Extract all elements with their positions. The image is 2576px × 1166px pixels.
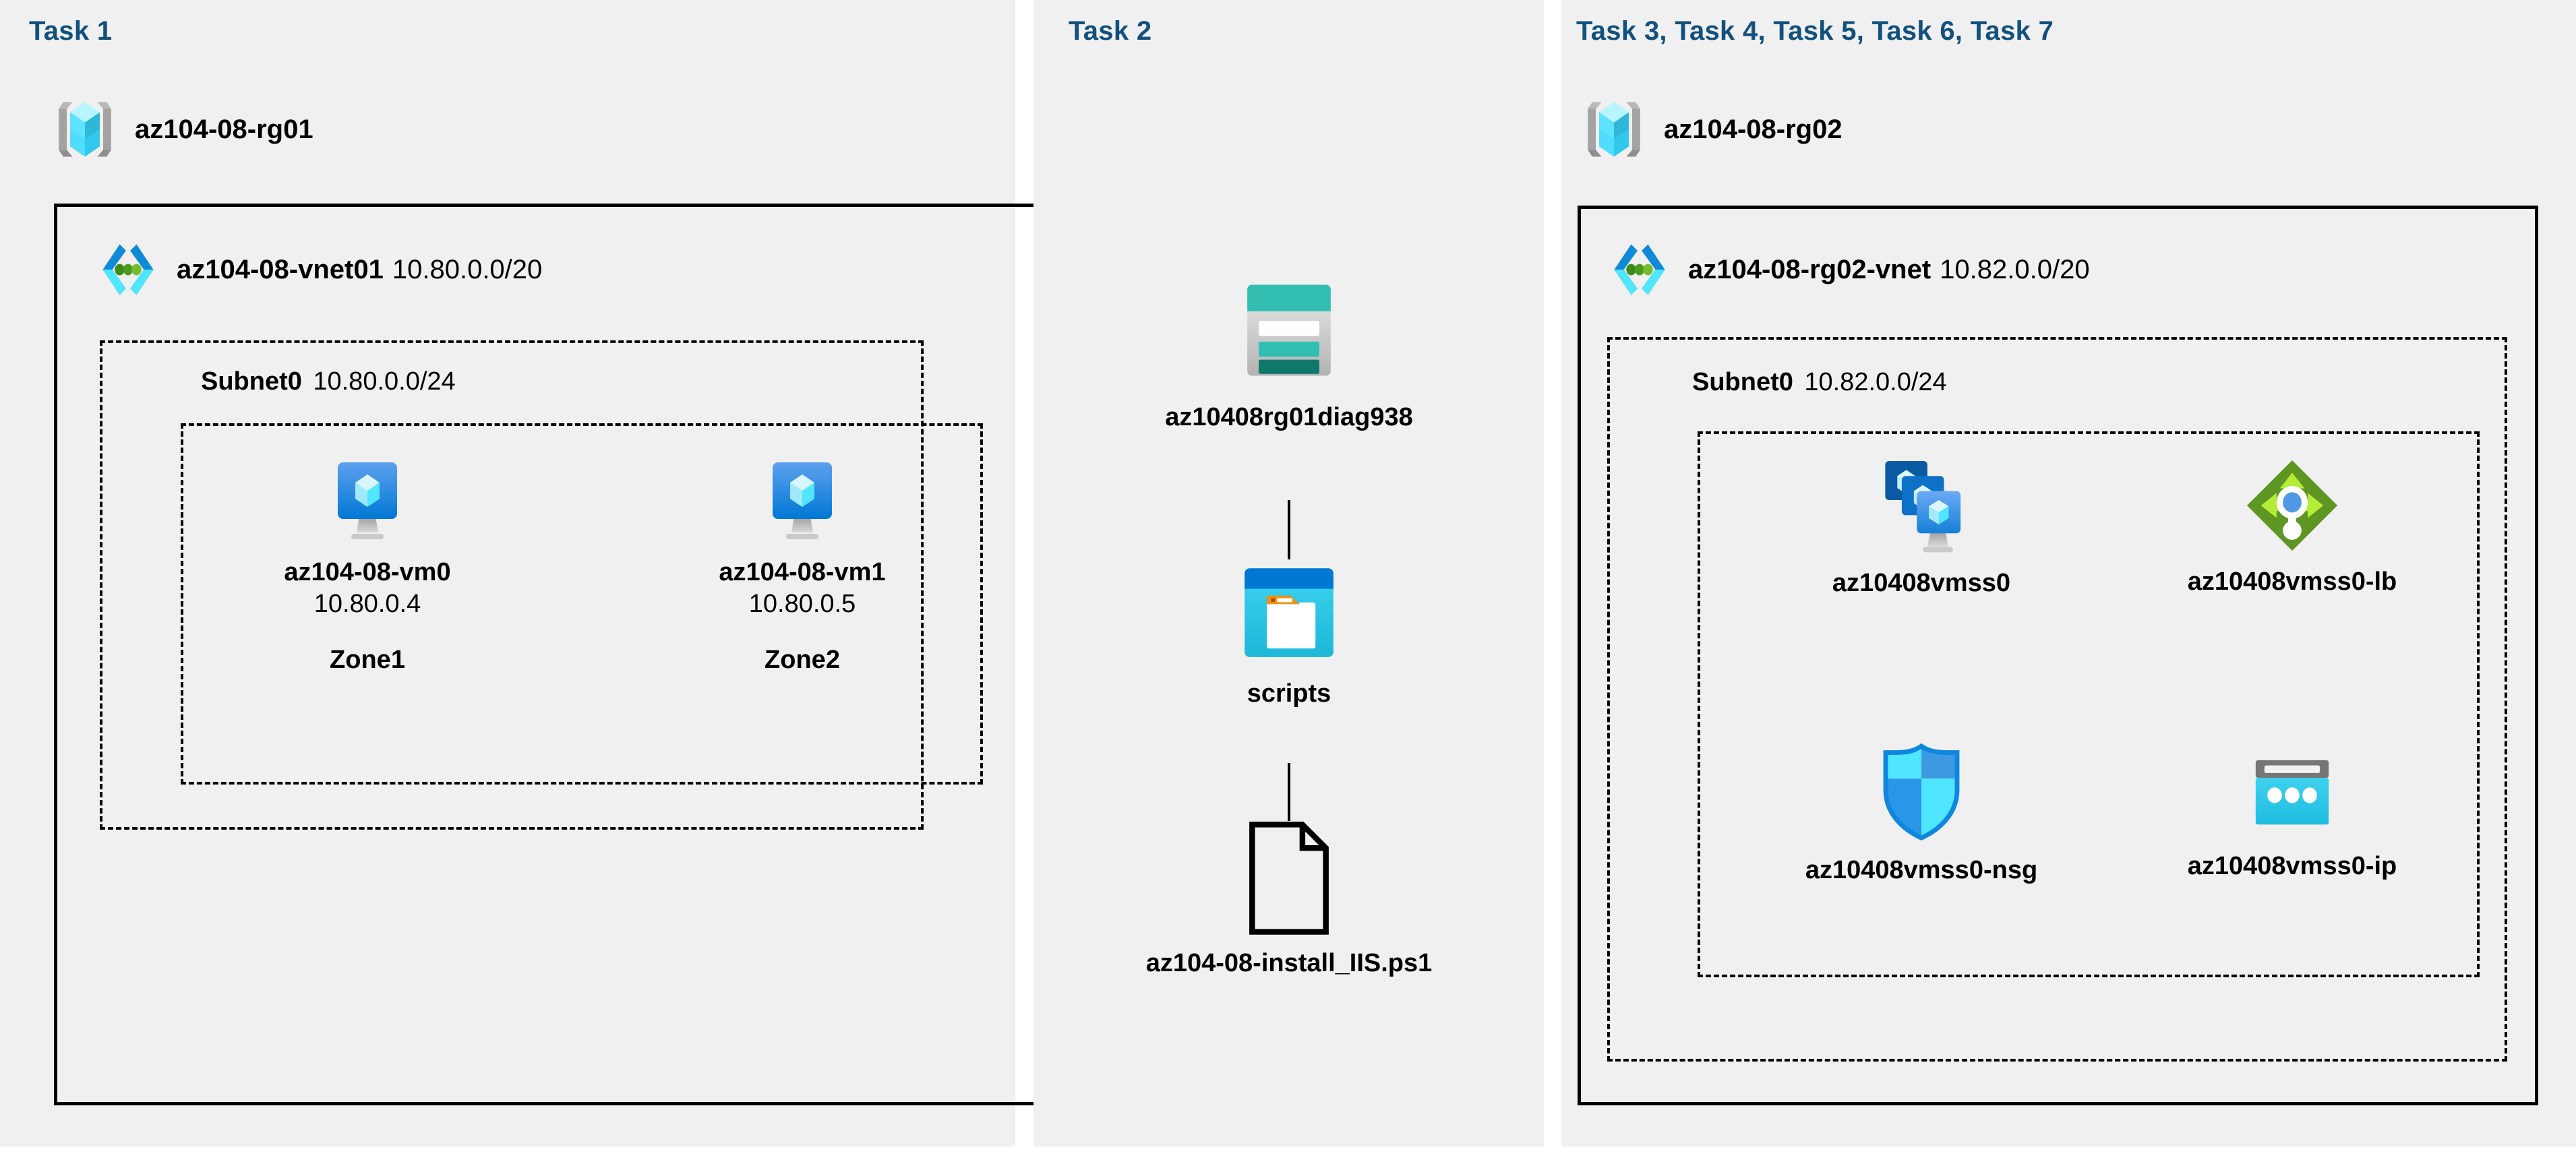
task1-zone-box <box>181 423 983 785</box>
task3-subnet-header: Subnet0 10.82.0.0/24 <box>1692 368 1947 397</box>
storage-account-icon <box>1228 270 1350 391</box>
node-zone: Zone1 <box>330 645 405 674</box>
node-az104-08-vm0[interactable]: az104-08-vm0 10.80.0.4 Zone1 <box>222 457 512 675</box>
task1-vnet-name: az104-08-vnet01 <box>177 254 384 284</box>
task3-vnet-cidr: 10.82.0.0/20 <box>1940 254 2090 284</box>
node-zone: Zone2 <box>765 645 840 674</box>
virtual-machine-icon <box>324 457 411 546</box>
node-az10408vmss0-lb[interactable]: az10408vmss0-lb <box>2117 456 2467 597</box>
node-az10408vmss0[interactable]: az10408vmss0 <box>1746 456 2097 599</box>
task3-resource-group-header: az104-08-rg02 <box>1578 93 1843 166</box>
network-security-group-icon <box>1879 741 1964 844</box>
connector-storage-to-container <box>1288 500 1290 559</box>
node-name: az10408vmss0-lb <box>2187 567 2397 596</box>
task1-subnet-box <box>100 340 924 830</box>
task2-label: Task 2 <box>1069 16 1152 46</box>
script-file-icon <box>1245 820 1333 937</box>
task3-vnet-header: az104-08-rg02-vnet 10.82.0.0/20 <box>1606 236 2090 303</box>
task3-subnet-cidr: 10.82.0.0/24 <box>1804 368 1947 396</box>
task1-label: Task 1 <box>29 16 113 46</box>
task1-panel <box>0 0 1015 1146</box>
load-balancer-icon <box>2242 456 2342 555</box>
node-az10408rg01diag938[interactable]: az10408rg01diag938 <box>1053 270 1525 433</box>
public-ip-address-icon <box>2248 751 2336 840</box>
node-scripts[interactable]: scripts <box>1053 558 1525 709</box>
blob-container-icon <box>1234 558 1344 667</box>
node-name: az10408rg01diag938 <box>1165 403 1413 431</box>
node-name: scripts <box>1247 679 1331 708</box>
task3-resources-box <box>1698 431 2480 977</box>
node-az10408vmss0-ip[interactable]: az10408vmss0-ip <box>2117 751 2467 882</box>
task3-panel <box>1561 0 2576 1146</box>
task1-resource-group-name: az104-08-rg01 <box>135 114 313 144</box>
task1-resource-group-header: az104-08-rg01 <box>49 93 313 166</box>
task1-subnet-header: Subnet0 10.80.0.0/24 <box>201 367 456 396</box>
node-az104-08-vm1[interactable]: az104-08-vm1 10.80.0.5 Zone2 <box>657 457 947 675</box>
virtual-network-icon <box>94 236 162 303</box>
node-ip: 10.80.0.4 <box>313 590 421 619</box>
task3-label: Task 3, Task 4, Task 5, Task 6, Task 7 <box>1576 16 2054 46</box>
resource-group-icon <box>1578 93 1650 166</box>
node-name: az104-08-vm1 <box>719 558 886 586</box>
vm-scale-set-icon <box>1870 456 1973 557</box>
resource-group-icon <box>49 93 121 166</box>
task3-vnet-box <box>1578 206 2538 1105</box>
task3-subnet-name: Subnet0 <box>1692 368 1793 396</box>
task1-vnet-cidr: 10.80.0.0/20 <box>392 254 543 284</box>
task3-vnet-name: az104-08-rg02-vnet <box>1688 254 1931 284</box>
node-ip: 10.80.0.5 <box>748 590 856 619</box>
node-az104-08-install-iis-ps1[interactable]: az104-08-install_IIS.ps1 <box>1053 820 1525 979</box>
node-name: az104-08-vm0 <box>284 558 451 586</box>
task1-vnet-header: az104-08-vnet01 10.80.0.0/20 <box>94 236 542 303</box>
virtual-machine-icon <box>758 457 846 546</box>
node-name: az10408vmss0 <box>1832 569 2011 597</box>
task3-subnet-box <box>1607 337 2507 1062</box>
task1-subnet-name: Subnet0 <box>201 367 302 396</box>
task1-subnet-cidr: 10.80.0.0/24 <box>313 367 456 396</box>
node-name: az104-08-install_IIS.ps1 <box>1145 949 1433 977</box>
virtual-network-icon <box>1606 236 1673 303</box>
node-name: az10408vmss0-nsg <box>1805 856 2038 884</box>
node-name: az10408vmss0-ip <box>2187 852 2397 880</box>
node-az10408vmss0-nsg[interactable]: az10408vmss0-nsg <box>1746 741 2097 886</box>
task3-resource-group-name: az104-08-rg02 <box>1664 114 1843 144</box>
connector-container-to-script <box>1288 763 1290 821</box>
